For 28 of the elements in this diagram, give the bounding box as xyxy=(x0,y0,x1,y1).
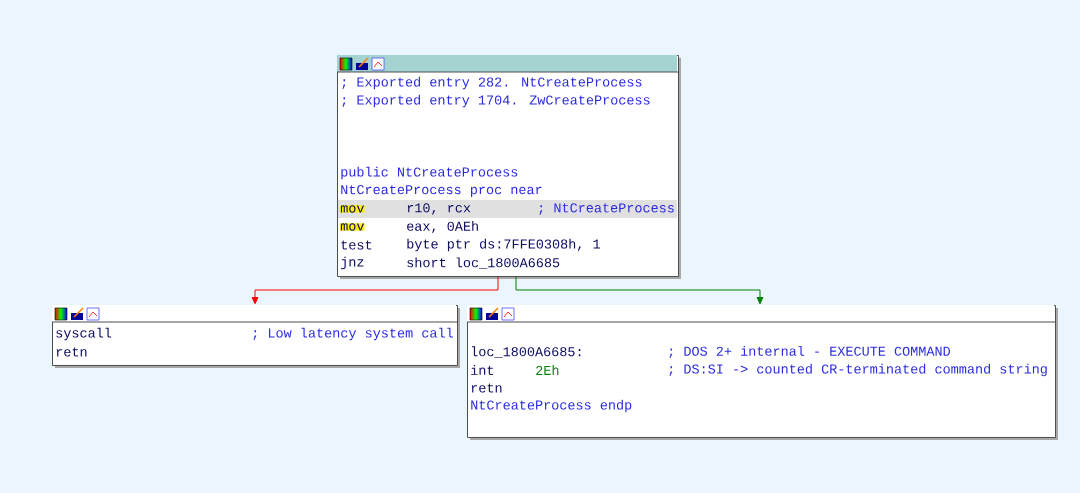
code-text: ; Exported entry 282. NtCreateProcess xyxy=(342,76,642,90)
code-text: int xyxy=(471,365,494,375)
code-text: ; NtCreateProcess xyxy=(539,203,674,215)
code-text: short loc_1800A6685 xyxy=(407,257,560,269)
code-text: loc_1800A6685: xyxy=(471,346,581,358)
code-text: retn xyxy=(56,347,87,357)
code-text: syscall xyxy=(56,327,112,341)
code-block xyxy=(466,305,1058,440)
code-text: ; Low latency system call xyxy=(253,327,453,341)
code-text: retn xyxy=(471,383,502,393)
code-text: eax, 0AEh xyxy=(407,220,478,234)
code-text: mov xyxy=(340,205,365,213)
code-text: r10, rcx xyxy=(407,203,471,215)
code-text: mov xyxy=(340,223,365,231)
code-text: public NtCreateProcess xyxy=(341,166,518,180)
code-text: ; DOS 2+ internal - EXECUTE COMMAND xyxy=(669,345,950,359)
code-text: byte ptr ds:7FFE0308h, 1 xyxy=(407,238,600,252)
code-text: NtCreateProcess proc near xyxy=(341,185,542,197)
code-text: jnz xyxy=(341,256,364,270)
code-block xyxy=(51,305,460,368)
code-text: ; Exported entry 1704. ZwCreateProcess xyxy=(342,94,650,108)
code-block xyxy=(336,55,681,279)
code-text: test xyxy=(341,240,372,250)
code-text: NtCreateProcess endp xyxy=(471,399,632,413)
arrow xyxy=(515,276,764,305)
code-text: ; DS:SI -> counted CR-terminated command string xyxy=(669,363,1047,377)
code-text: 2Eh xyxy=(536,365,559,375)
arrow xyxy=(251,276,499,305)
